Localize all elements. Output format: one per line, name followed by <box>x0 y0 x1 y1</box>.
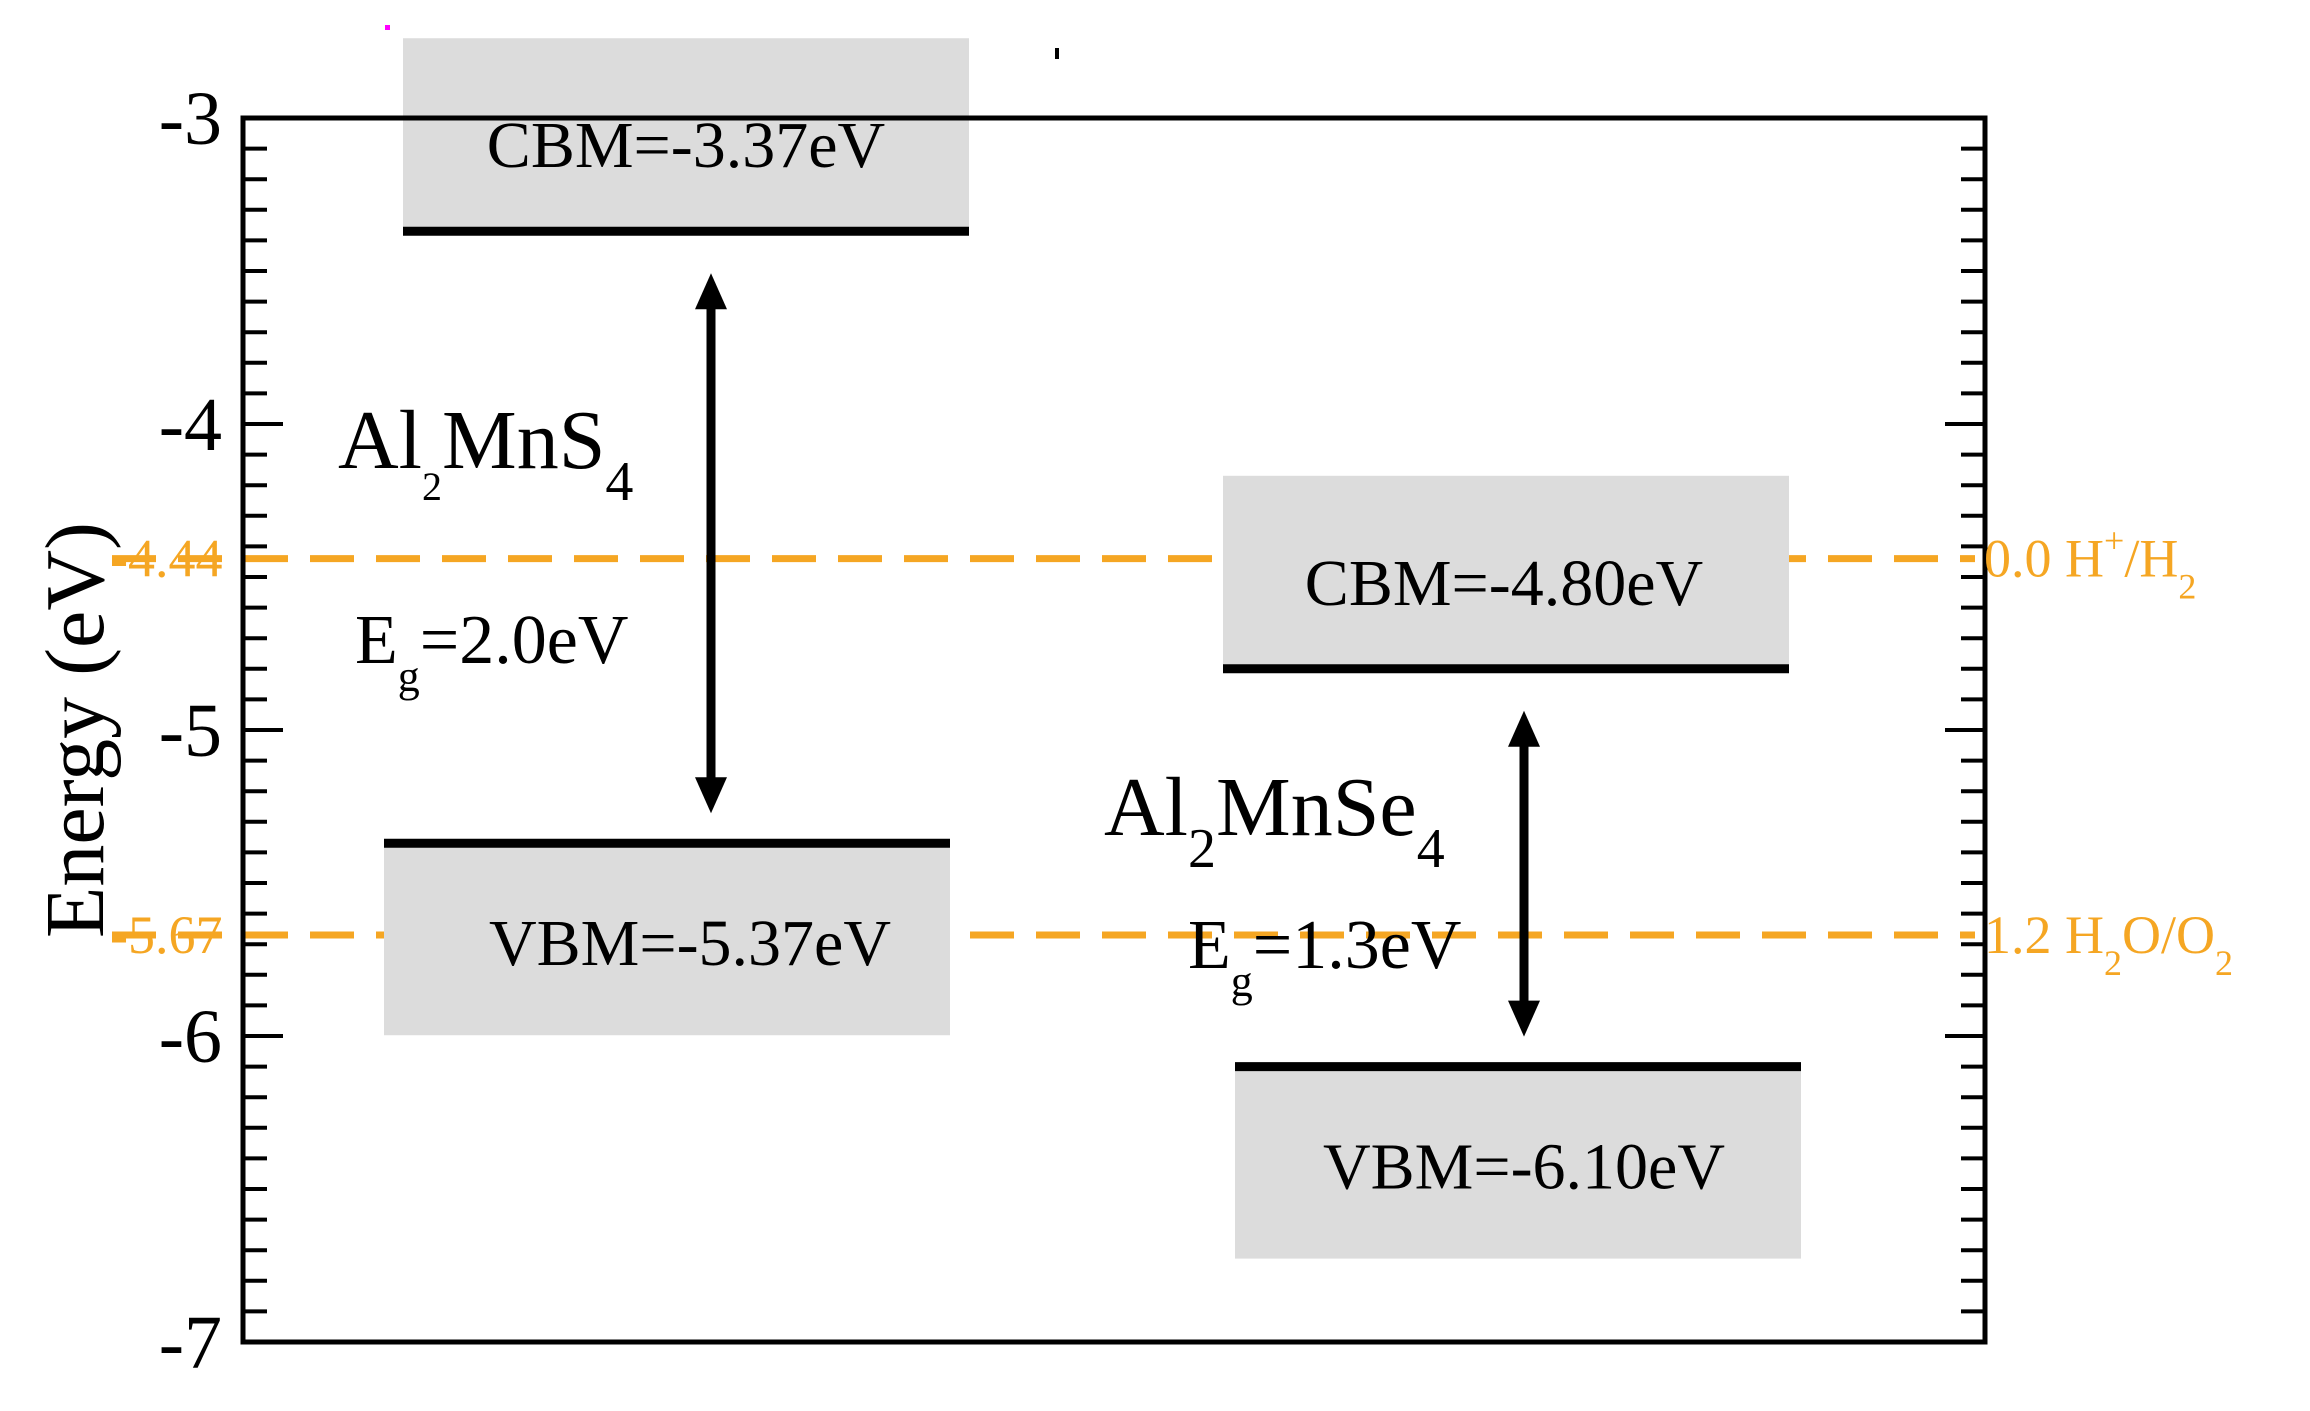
cbm-box <box>1223 475 1789 669</box>
material-formula: Al2MnSe4 <box>1104 761 1445 880</box>
vbm-label: VBM=-5.37eV <box>489 907 891 980</box>
reference-potential-label: 0.0 H+/H2 <box>1984 521 2196 607</box>
arrow-head-up-icon <box>695 273 727 310</box>
y-tick-label: -7 <box>159 1301 222 1385</box>
cbm-label: CBM=-3.37eV <box>487 109 885 182</box>
plot-frame <box>240 115 1988 1345</box>
y-axis-label: Energy (eV) <box>29 522 122 938</box>
arrow-head-down-icon <box>695 777 727 814</box>
y-tick-label: -6 <box>159 995 222 1079</box>
vbm-box <box>384 843 950 1036</box>
y-tick-label: -4 <box>159 383 222 467</box>
band-gap-label: Eg=1.3eV <box>1188 907 1461 1006</box>
reference-potential-label: 1.2 H2O/O2 <box>1984 905 2233 983</box>
material-1-group: CBM=-3.37eV VBM=-5.37eV Al2MnS4 Eg=2.0eV <box>338 38 969 1036</box>
reference-value-label: -5.67 <box>110 905 222 965</box>
stray-black-dot <box>1055 48 1059 59</box>
axis-ticks: -3 -4 -5 -6 -7 <box>159 77 1985 1385</box>
vbm-box <box>1235 1066 1801 1259</box>
cbm-label: CBM=-4.80eV <box>1305 547 1703 620</box>
material-formula: Al2MnS4 <box>338 394 633 513</box>
y-tick-label: -5 <box>159 689 222 773</box>
cbm-box <box>403 38 969 232</box>
material-2-group: CBM=-4.80eV VBM=-6.10eV Al2MnSe4 Eg=1.3e… <box>1104 475 1801 1259</box>
arrow-head-down-icon <box>1508 1000 1540 1037</box>
band-gap-label: Eg=2.0eV <box>355 602 628 701</box>
reference-value-label: -4.44 <box>110 529 222 589</box>
y-tick-label: -3 <box>159 77 222 161</box>
arrow-head-up-icon <box>1508 710 1540 747</box>
vbm-label: VBM=-6.10eV <box>1323 1131 1725 1204</box>
stray-magenta-dot <box>385 25 390 30</box>
